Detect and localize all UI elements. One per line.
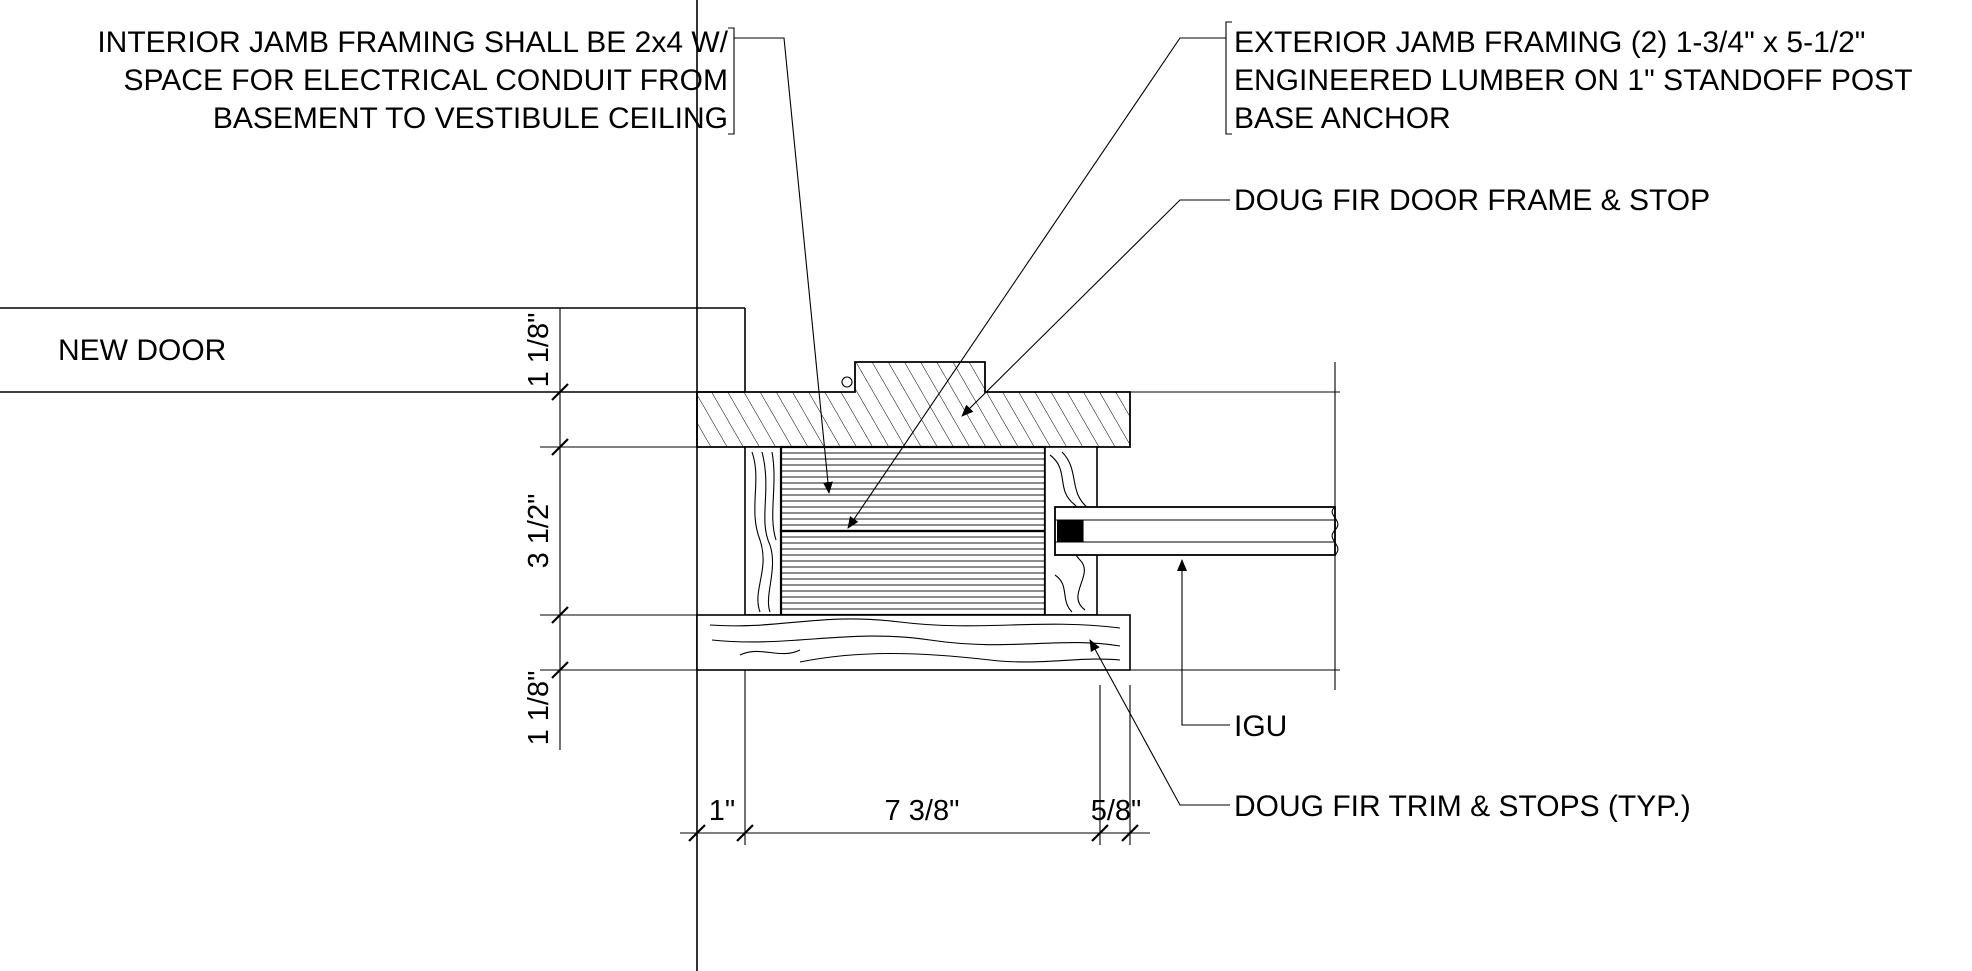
dim-trim-thickness: 1 1/8" [523,671,555,746]
note-trim-text: DOUG FIR TRIM & STOPS (TYP.) [1234,790,1691,823]
trim-bottom [696,614,1131,671]
trim-left [744,446,782,616]
vertical-dimension-string: 1 1/8" 3 1/2" 1 1/8" [523,308,745,750]
dim-door-thickness: 1 1/8" [523,313,555,388]
igu [1054,506,1339,556]
dim-stop-width: 5/8" [1091,795,1142,827]
horizontal-dimension-string: 1" 7 3/8" 5/8" [680,670,1150,845]
door-frame [696,361,1131,448]
note-exterior-jamb-line-2: ENGINEERED LUMBER ON 1" STANDOFF POST [1234,64,1913,97]
note-exterior-jamb: EXTERIOR JAMB FRAMING (2) 1-3/4" x 5-1/2… [847,21,1913,529]
note-door-frame-text: DOUG FIR DOOR FRAME & STOP [1234,184,1710,217]
note-exterior-jamb-line-3: BASE ANCHOR [1234,102,1451,135]
engineered-lumber-framing [779,445,1047,617]
note-igu: IGU [1177,559,1287,743]
dim-framing-depth: 3 1/2" [523,494,555,569]
note-interior-jamb-line-3: BASEMENT TO VESTIBULE CEILING [213,102,728,135]
new-door-label: NEW DOOR [58,334,226,367]
dim-standoff: 1" [709,795,735,827]
dim-framing-width: 7 3/8" [885,795,960,827]
note-igu-text: IGU [1234,710,1287,743]
note-interior-jamb-line-1: INTERIOR JAMB FRAMING SHALL BE 2x4 W/ [97,26,728,59]
note-exterior-jamb-line-1: EXTERIOR JAMB FRAMING (2) 1-3/4" x 5-1/2… [1234,26,1865,59]
note-trim: DOUG FIR TRIM & STOPS (TYP.) [1089,639,1691,823]
note-door-frame: DOUG FIR DOOR FRAME & STOP [961,184,1710,417]
note-interior-jamb-line-2: SPACE FOR ELECTRICAL CONDUIT FROM [123,64,728,97]
new-door: NEW DOOR [0,307,746,393]
note-interior-jamb: INTERIOR JAMB FRAMING SHALL BE 2x4 W/ SP… [97,26,833,494]
